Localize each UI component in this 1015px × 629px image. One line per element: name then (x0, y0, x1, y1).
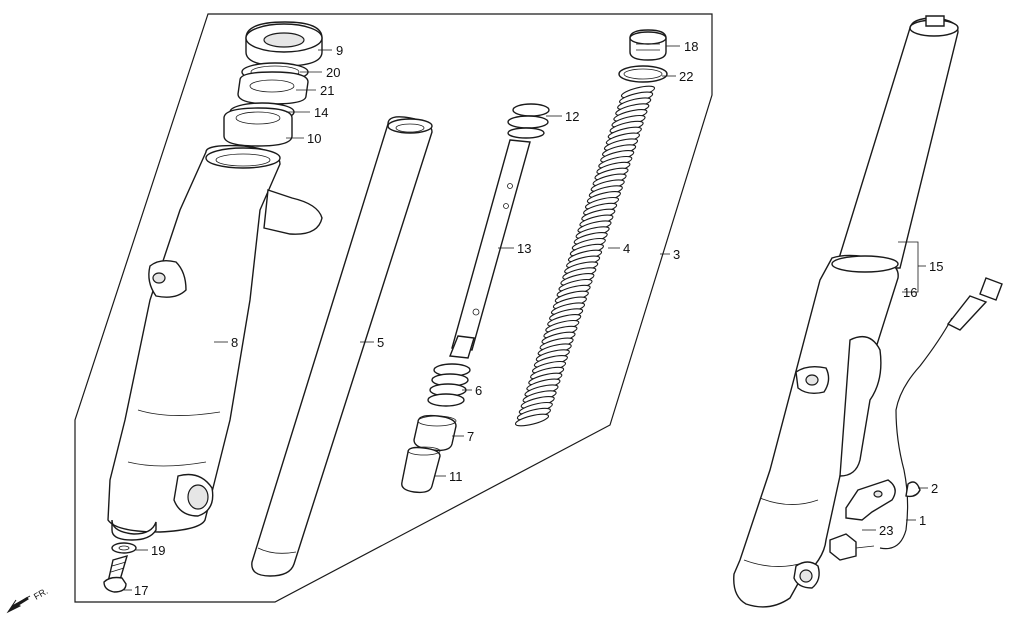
callout-5: 5 (377, 335, 384, 350)
fork-bolt (618, 29, 668, 83)
speed-sensor (829, 277, 1003, 561)
callout-3: 3 (673, 247, 680, 262)
callout-18: 18 (684, 39, 698, 54)
callout-21: 21 (320, 83, 334, 98)
callout-labels: 9 20 21 14 10 12 18 22 13 4 3 8 5 6 7 11… (134, 39, 943, 598)
callout-8: 8 (231, 335, 238, 350)
callout-13: 13 (517, 241, 531, 256)
spring-coil (514, 413, 550, 427)
callout-10: 10 (307, 131, 321, 146)
callout-9: 9 (336, 43, 343, 58)
callout-11: 11 (449, 469, 463, 484)
bottom-bolt (103, 542, 137, 593)
fork-slider (107, 144, 323, 541)
small-parts (401, 363, 471, 494)
front-label: FR. (32, 586, 50, 602)
callout-4: 4 (623, 241, 630, 256)
callout-12: 12 (565, 109, 579, 124)
callout-14: 14 (314, 105, 328, 120)
callout-1: 1 (919, 513, 926, 528)
callout-20: 20 (326, 65, 340, 80)
fork-spring (514, 85, 656, 427)
callout-16: 16 (903, 285, 917, 300)
exploded-group-outline (74, 13, 713, 603)
callout-23: 23 (879, 523, 893, 538)
callout-6: 6 (475, 383, 482, 398)
assembled-fork (733, 15, 959, 608)
callout-22: 22 (679, 69, 693, 84)
damper-rod (449, 103, 550, 359)
callout-2: 2 (931, 481, 938, 496)
callout-7: 7 (467, 429, 474, 444)
callout-17: 17 (134, 583, 148, 598)
leader-lines (124, 45, 928, 591)
seal-stack (223, 21, 323, 147)
callout-15: 15 (929, 259, 943, 274)
front-direction-indicator: FR. (6, 586, 50, 614)
callout-19: 19 (151, 543, 165, 558)
inner-tube (251, 116, 433, 577)
